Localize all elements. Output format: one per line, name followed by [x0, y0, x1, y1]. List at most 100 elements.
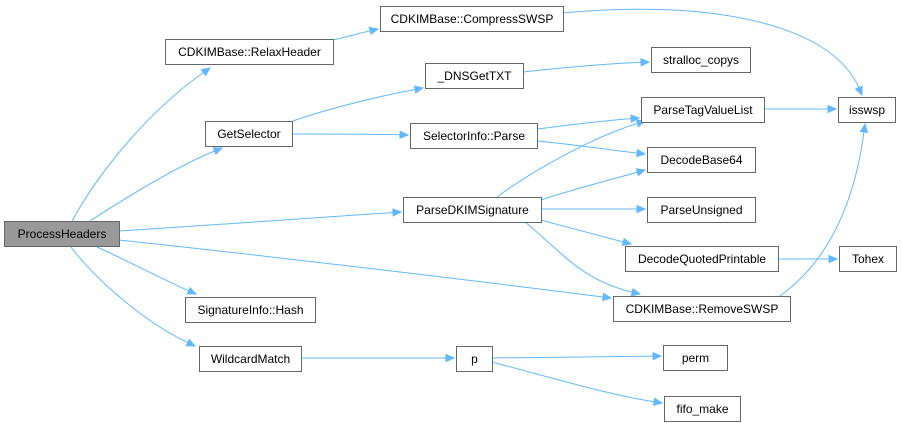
arrow-head-icon — [445, 353, 456, 363]
arrow-head-icon — [186, 286, 198, 295]
node-box[interactable] — [663, 345, 728, 371]
edge-p-to-fifo_make — [491, 361, 664, 406]
node-ProcessHeaders[interactable]: ProcessHeaders — [4, 221, 120, 247]
edge-ProcessHeaders-to-SignatureInfoHash — [94, 245, 198, 295]
node-ParseDKIMSignature[interactable]: ParseDKIMSignature — [403, 197, 542, 223]
node-box[interactable] — [839, 246, 897, 272]
node-fifo_make[interactable]: fifo_make — [664, 396, 741, 422]
node-box[interactable] — [664, 396, 741, 422]
node-label: SignatureInfo::Hash — [197, 303, 303, 317]
node-RemoveSWSP[interactable]: CDKIMBase::RemoveSWSP — [613, 296, 791, 322]
node-box[interactable] — [838, 97, 896, 123]
node-p[interactable]: p — [456, 346, 493, 372]
edge-ProcessHeaders-to-WildcardMatch — [69, 245, 197, 347]
edge-ProcessHeaders-to-GetSelector — [89, 147, 224, 222]
node-label: ParseDKIMSignature — [416, 203, 529, 217]
edge-ProcessHeaders-to-RemoveSWSP — [118, 239, 613, 302]
edge-line — [540, 219, 625, 243]
node-DecodeBase64[interactable]: DecodeBase64 — [647, 147, 756, 173]
edge-WildcardMatch-to-p — [301, 353, 456, 363]
node-label: ParseUnsigned — [660, 203, 742, 217]
node-ParseUnsigned[interactable]: ParseUnsigned — [647, 197, 756, 223]
node-label: ProcessHeaders — [18, 227, 107, 241]
edge-SelectorInfoParse-to-DecodeBase64 — [536, 140, 647, 158]
node-box[interactable] — [647, 147, 756, 173]
edge-ParseDKIMSignature-to-DecodeQuotedPrintable — [540, 219, 633, 247]
edge-line — [118, 239, 605, 298]
node-label: isswsp — [849, 103, 885, 117]
node-ParseTagValueList[interactable]: ParseTagValueList — [641, 97, 765, 123]
edge-line — [536, 140, 639, 154]
node-label: SelectorInfo::Parse — [423, 129, 525, 143]
node-CompressSWSP[interactable]: CDKIMBase::CompressSWSP — [380, 6, 564, 32]
node-box[interactable] — [199, 346, 302, 372]
node-label: DecodeQuotedPrintable — [638, 252, 766, 266]
arrow-head-icon — [602, 292, 613, 302]
arrow-head-icon — [652, 397, 664, 406]
node-box[interactable] — [651, 47, 751, 73]
node-isswsp[interactable]: isswsp — [838, 97, 896, 123]
node-box[interactable] — [4, 221, 120, 247]
edge-line — [496, 122, 639, 198]
edge-p-to-perm — [491, 351, 663, 361]
node-GetSelector[interactable]: GetSelector — [205, 121, 293, 147]
arrow-head-icon — [635, 168, 647, 177]
edge-RelaxHeader-to-CompressSWSP — [332, 26, 380, 41]
edge-line — [69, 245, 189, 344]
node-box[interactable] — [410, 123, 538, 149]
node-RelaxHeader[interactable]: CDKIMBase::RelaxHeader — [165, 39, 334, 65]
edge-SelectorInfoParse-to-ParseTagValueList — [536, 114, 641, 130]
edge-line — [491, 355, 655, 359]
node-label: CDKIMBase::RelaxHeader — [178, 45, 321, 59]
node-SelectorInfoParse[interactable]: SelectorInfo::Parse — [410, 123, 538, 149]
arrow-head-icon — [399, 130, 410, 140]
edge-DNSGetTXT-to-stralloc_copys — [522, 58, 651, 73]
node-box[interactable] — [641, 97, 765, 123]
edge-line — [536, 118, 633, 130]
node-SignatureInfoHash[interactable]: SignatureInfo::Hash — [185, 297, 316, 323]
node-stralloc_copys[interactable]: stralloc_copys — [651, 47, 751, 73]
node-box[interactable] — [380, 6, 564, 32]
node-box[interactable] — [165, 39, 334, 65]
arrow-head-icon — [859, 122, 869, 133]
node-Tohex[interactable]: Tohex — [839, 246, 897, 272]
node-box[interactable] — [456, 346, 493, 372]
edge-line — [779, 130, 865, 297]
edge-GetSelector-to-DNSGetTXT — [289, 85, 425, 123]
edge-ParseTagValueList-to-isswsp — [764, 104, 838, 114]
node-perm[interactable]: perm — [663, 345, 728, 371]
edge-ProcessHeaders-to-ParseDKIMSignature — [118, 208, 403, 232]
node-box[interactable] — [425, 63, 524, 89]
edge-CompressSWSP-to-isswsp — [562, 8, 863, 97]
edge-DecodeQuotedPrintable-to-Tohex — [778, 254, 839, 264]
edge-RemoveSWSP-to-isswsp — [779, 122, 869, 297]
arrow-head-icon — [621, 237, 633, 247]
node-WildcardMatch[interactable]: WildcardMatch — [199, 346, 302, 372]
arrow-head-icon — [640, 58, 651, 67]
nodes-layer: ProcessHeadersCDKIMBase::RelaxHeaderCDKI… — [4, 6, 897, 422]
node-box[interactable] — [613, 296, 791, 322]
node-label: CDKIMBase::CompressSWSP — [391, 12, 554, 26]
node-box[interactable] — [185, 297, 316, 323]
edge-line — [291, 133, 402, 136]
arrow-head-icon — [827, 104, 838, 114]
arrow-head-icon — [212, 147, 224, 156]
node-DecodeQuotedPrintable[interactable]: DecodeQuotedPrintable — [625, 246, 779, 272]
node-DNSGetTXT[interactable]: _DNSGetTXT — [425, 63, 524, 89]
arrow-head-icon — [652, 351, 663, 361]
node-box[interactable] — [403, 197, 542, 223]
edge-ParseDKIMSignature-to-ParseUnsigned — [541, 204, 647, 214]
node-box[interactable] — [647, 197, 756, 223]
node-box[interactable] — [205, 121, 293, 147]
edge-line — [522, 61, 643, 73]
arrow-head-icon — [630, 287, 642, 297]
node-box[interactable] — [625, 246, 779, 272]
arrow-head-icon — [636, 148, 647, 158]
edge-line — [94, 245, 190, 292]
node-label: CDKIMBase::RemoveSWSP — [626, 302, 779, 316]
edge-line — [71, 71, 205, 222]
edge-GetSelector-to-SelectorInfoParse — [291, 130, 410, 140]
arrow-head-icon — [854, 85, 863, 97]
edge-line — [332, 30, 372, 41]
